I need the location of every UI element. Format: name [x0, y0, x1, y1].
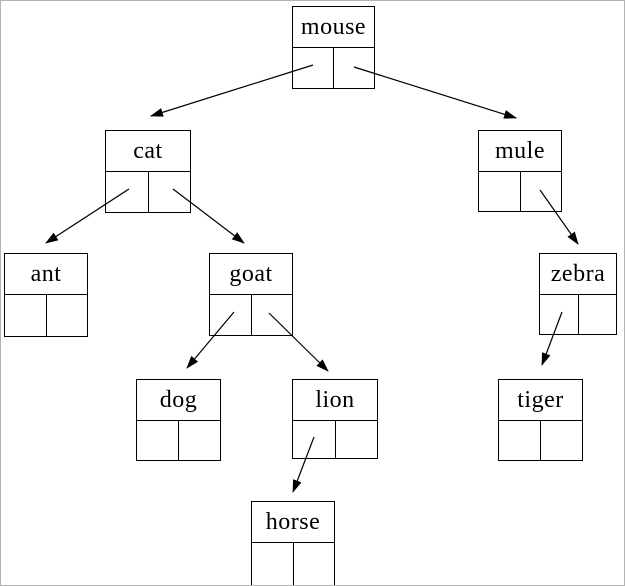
- node-right-pointer-cell: [336, 421, 378, 458]
- node-left-pointer-cell: [137, 421, 179, 460]
- node-pointer-cells: [540, 295, 616, 334]
- node-label: ant: [5, 254, 87, 295]
- tree-node-mule: mule: [478, 130, 562, 212]
- node-left-pointer-cell: [106, 172, 149, 212]
- node-pointer-cells: [210, 295, 292, 335]
- tree-node-mouse: mouse: [292, 6, 375, 89]
- node-right-pointer-cell: [252, 295, 293, 335]
- node-right-pointer-cell: [149, 172, 191, 212]
- node-label: zebra: [540, 254, 616, 295]
- node-label: tiger: [499, 380, 582, 421]
- node-label: dog: [137, 380, 220, 421]
- tree-node-cat: cat: [105, 130, 191, 213]
- tree-node-lion: lion: [292, 379, 378, 459]
- node-left-pointer-cell: [479, 172, 521, 211]
- tree-node-goat: goat: [209, 253, 293, 336]
- node-right-pointer-cell: [579, 295, 617, 334]
- node-left-pointer-cell: [293, 48, 334, 88]
- node-left-pointer-cell: [293, 421, 336, 458]
- node-left-pointer-cell: [5, 295, 47, 336]
- node-left-pointer-cell: [540, 295, 579, 334]
- node-right-pointer-cell: [334, 48, 374, 88]
- node-right-pointer-cell: [521, 172, 562, 211]
- node-pointer-cells: [293, 421, 377, 458]
- node-right-pointer-cell: [179, 421, 220, 460]
- node-pointer-cells: [479, 172, 561, 211]
- node-right-pointer-cell: [541, 421, 582, 460]
- tree-node-ant: ant: [4, 253, 88, 337]
- node-pointer-cells: [252, 543, 335, 585]
- tree-node-tiger: tiger: [498, 379, 583, 461]
- node-pointer-cells: [137, 421, 220, 460]
- node-left-pointer-cell: [499, 421, 541, 460]
- node-label: mouse: [293, 7, 374, 48]
- tree-node-horse: horse: [251, 501, 335, 585]
- node-label: horse: [252, 502, 334, 543]
- node-left-pointer-cell: [252, 543, 294, 585]
- node-right-pointer-cell: [294, 543, 335, 585]
- node-label: cat: [106, 131, 190, 172]
- tree-node-zebra: zebra: [539, 253, 617, 335]
- node-right-pointer-cell: [47, 295, 88, 336]
- node-pointer-cells: [293, 48, 374, 88]
- node-label: lion: [293, 380, 377, 421]
- node-pointer-cells: [106, 172, 190, 212]
- node-left-pointer-cell: [210, 295, 252, 335]
- node-label: goat: [210, 254, 292, 295]
- node-label: mule: [479, 131, 561, 172]
- node-pointer-cells: [5, 295, 87, 336]
- tree-node-dog: dog: [136, 379, 221, 461]
- node-pointer-cells: [499, 421, 582, 460]
